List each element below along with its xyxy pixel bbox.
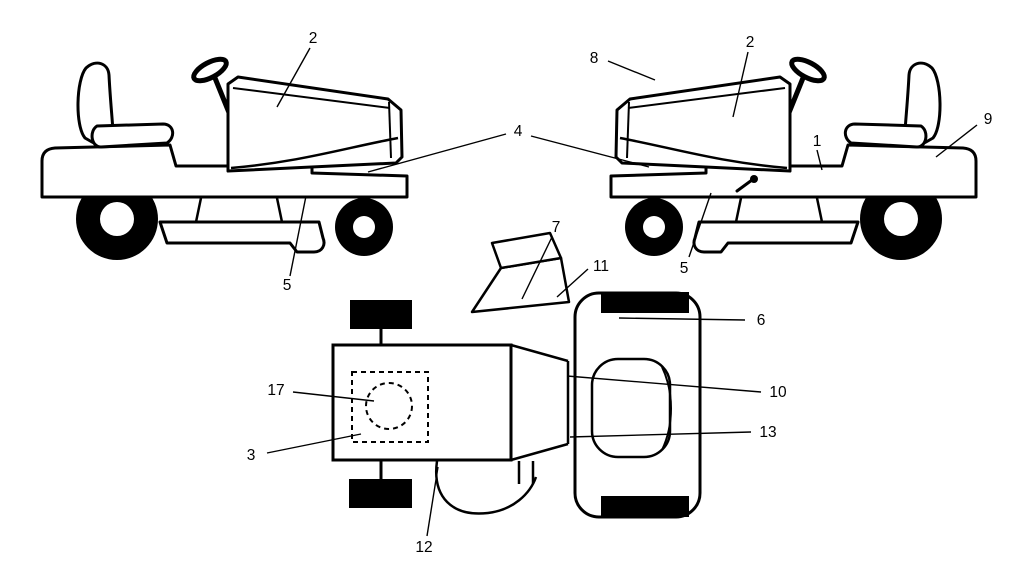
callout-top-12: 12 bbox=[415, 539, 432, 556]
frame-taper bbox=[510, 343, 570, 484]
top-view bbox=[331, 231, 702, 519]
leader-top-17 bbox=[292, 391, 375, 402]
callout-top-13: 13 bbox=[759, 424, 776, 441]
leader-4-right bbox=[530, 135, 650, 168]
front-wheel-top-left bbox=[350, 300, 412, 329]
leader-top-3 bbox=[266, 433, 362, 454]
leader-top-6 bbox=[618, 317, 746, 321]
leader-right-2 bbox=[732, 51, 749, 118]
front-wheel-bottom-left bbox=[349, 479, 412, 508]
control-lever bbox=[735, 175, 758, 193]
callout-right-9: 9 bbox=[984, 111, 993, 128]
rear-wheel-bottom bbox=[601, 496, 689, 517]
right-side-view bbox=[611, 55, 976, 260]
rear-wheel-top bbox=[601, 292, 689, 313]
callout-top-3: 3 bbox=[247, 447, 256, 464]
callout-top-11: 11 bbox=[593, 258, 609, 275]
callout-top-10: 10 bbox=[769, 384, 787, 401]
leader-left-5 bbox=[289, 195, 307, 277]
leader-top-11 bbox=[556, 268, 589, 298]
leader-right-8 bbox=[607, 60, 656, 81]
callout-4: 4 bbox=[514, 123, 523, 140]
leader-right-9 bbox=[935, 124, 978, 158]
callout-right-5: 5 bbox=[680, 260, 689, 277]
leader-left-2 bbox=[276, 47, 311, 108]
callout-right-2: 2 bbox=[746, 34, 755, 51]
callout-left-2: 2 bbox=[309, 30, 318, 47]
callout-right-1: 1 bbox=[813, 133, 822, 150]
callout-top-6: 6 bbox=[757, 312, 766, 329]
callout-right-8: 8 bbox=[590, 50, 599, 67]
leader-top-12 bbox=[426, 466, 439, 537]
leader-top-10 bbox=[566, 375, 762, 393]
left-side-view bbox=[42, 55, 407, 260]
leader-right-1 bbox=[816, 149, 823, 171]
callout-top-17: 17 bbox=[267, 382, 284, 399]
callout-labels: 2 5 4 8 2 1 9 5 7 11 6 10 13 17 3 12 bbox=[247, 30, 993, 556]
engine-circle-dashed bbox=[365, 382, 413, 430]
steering-console bbox=[470, 231, 571, 314]
leader-lines bbox=[266, 47, 978, 537]
seat-top-view bbox=[590, 357, 672, 459]
leader-top-7 bbox=[521, 236, 553, 300]
leader-right-5 bbox=[688, 192, 712, 258]
belt-cable bbox=[435, 460, 538, 515]
leader-4-left bbox=[367, 133, 507, 173]
callout-top-7: 7 bbox=[552, 219, 561, 236]
engine-bay bbox=[331, 343, 513, 462]
leader-top-13 bbox=[569, 431, 752, 438]
battery-box-dashed bbox=[351, 371, 429, 443]
callout-left-5: 5 bbox=[283, 277, 292, 294]
